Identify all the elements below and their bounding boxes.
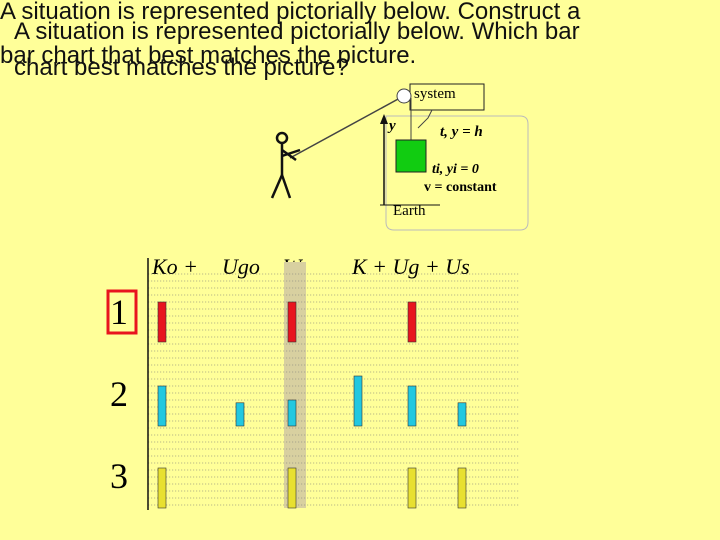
selected-answer-box (106, 289, 138, 335)
header-line-3: bar chart that best matches the picture. (0, 42, 417, 69)
final-position-label: t, y = h (440, 124, 483, 140)
initial-position-label: ti, yi = 0 (432, 162, 479, 177)
bar-row3-W (287, 467, 297, 509)
bar-row1-K0 (157, 301, 167, 343)
row-label-1[interactable]: 1 (110, 292, 128, 332)
bar-row2-W (287, 399, 297, 427)
header-line-1: A situation is represented pictorially b… (0, 0, 581, 25)
row-label-3[interactable]: 3 (110, 456, 128, 496)
bar-row2-Ug (407, 385, 417, 427)
row-label-2[interactable]: 2 (110, 374, 128, 414)
bar-row1-W (287, 301, 297, 343)
header-k0: Ko + (152, 254, 199, 279)
velocity-label: v = constant (424, 180, 497, 195)
earth-label: Earth (393, 203, 426, 219)
bar-row3-Ug (407, 467, 417, 509)
bar-row3-K0 (157, 467, 167, 509)
rope-line (289, 97, 401, 159)
person-figure (270, 131, 301, 199)
bar-row2-K0 (157, 385, 167, 427)
bar-row3-Us (457, 467, 467, 509)
pulley-icon (396, 88, 412, 104)
header-line-4: chart best matches the picture? (14, 54, 349, 81)
bar-row1-Ug (407, 301, 417, 343)
y-axis-label: y (389, 118, 396, 134)
system-label: system (414, 86, 456, 102)
header-final-energy: K + Ug + Us (352, 254, 470, 279)
header-line-2: A situation is represented pictorially b… (14, 18, 580, 45)
system-pointer (417, 109, 433, 129)
bar-row2-K (353, 375, 363, 427)
bar-row2-Ugo (235, 402, 245, 427)
header-ugo: Ugo (222, 254, 260, 279)
bar-row2-Us (457, 402, 467, 427)
system-boundary (385, 115, 529, 231)
y-axis-arrow (380, 114, 388, 124)
lifted-block (395, 139, 427, 173)
